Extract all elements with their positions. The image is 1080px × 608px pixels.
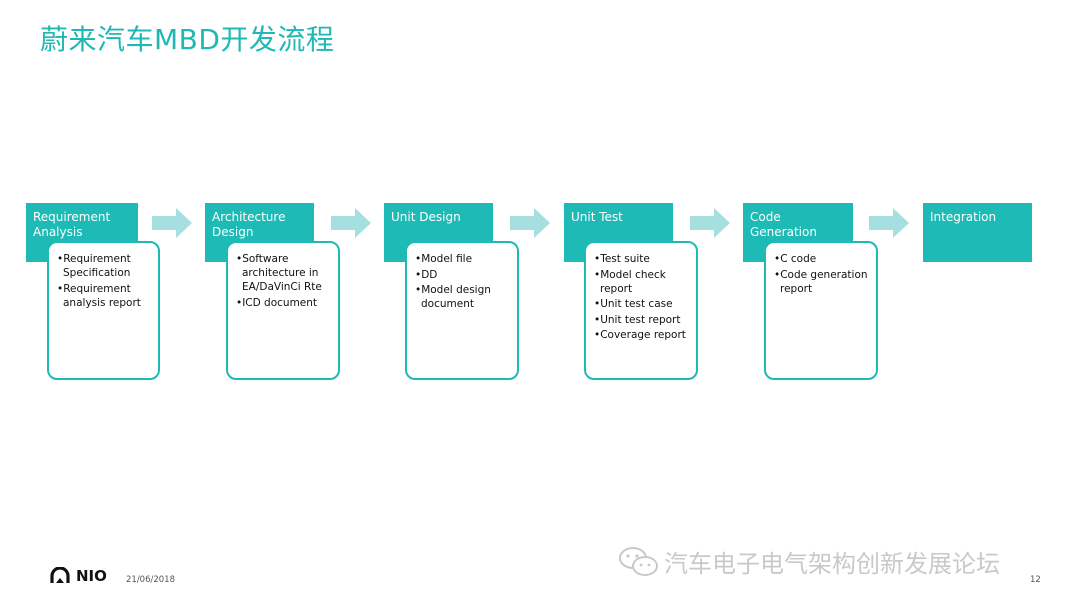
detail-box-architecture-design: Software architecture in EA/DaVinCi Rte … bbox=[226, 241, 340, 380]
list-item: Code generation report bbox=[774, 268, 870, 296]
list-item: Coverage report bbox=[594, 328, 690, 342]
stage-integration: Integration bbox=[923, 203, 1032, 262]
list-item: Unit test case bbox=[594, 297, 690, 311]
detail-box-code-generation: C code Code generation report bbox=[764, 241, 878, 380]
list-item: Software architecture in EA/DaVinCi Rte bbox=[236, 252, 332, 294]
footer-date: 21/06/2018 bbox=[126, 575, 175, 585]
list-item: C code bbox=[774, 252, 870, 266]
list-item: Model design document bbox=[415, 283, 511, 311]
detail-box-requirement-analysis: Requirement Specification Requirement an… bbox=[47, 241, 160, 380]
stage-label: Integration bbox=[930, 210, 997, 224]
logo-text: NIO bbox=[76, 567, 107, 585]
watermark-text: 汽车电子电气架构创新发展论坛 bbox=[664, 550, 1000, 578]
nio-logo-icon bbox=[50, 567, 70, 583]
list-item: DD bbox=[415, 268, 511, 282]
arrow-right-icon bbox=[331, 208, 371, 238]
list-item: Requirement Specification bbox=[57, 252, 152, 280]
stage-label: Unit Test bbox=[571, 210, 623, 224]
wechat-icon bbox=[619, 546, 658, 576]
stage-label: Requirement Analysis bbox=[33, 210, 111, 239]
list-item: ICD document bbox=[236, 296, 332, 310]
list-item: Test suite bbox=[594, 252, 690, 266]
detail-box-unit-design: Model file DD Model design document bbox=[405, 241, 519, 380]
arrow-right-icon bbox=[510, 208, 550, 238]
slide-title: 蔚来汽车MBD开发流程 bbox=[40, 23, 335, 56]
arrow-right-icon bbox=[690, 208, 730, 238]
detail-box-unit-test: Test suite Model check report Unit test … bbox=[584, 241, 698, 380]
stage-label: Architecture Design bbox=[212, 210, 286, 239]
arrow-right-icon bbox=[869, 208, 909, 238]
stage-label: Unit Design bbox=[391, 210, 461, 224]
list-item: Model file bbox=[415, 252, 511, 266]
arrow-right-icon bbox=[152, 208, 192, 238]
list-item: Requirement analysis report bbox=[57, 282, 152, 310]
list-item: Model check report bbox=[594, 268, 690, 296]
nio-logo: NIO bbox=[48, 567, 107, 585]
page-number: 12 bbox=[1030, 575, 1041, 585]
stage-label: Code Generation bbox=[750, 210, 817, 239]
list-item: Unit test report bbox=[594, 313, 690, 327]
watermark: 汽车电子电气架构创新发展论坛 bbox=[618, 544, 1000, 579]
